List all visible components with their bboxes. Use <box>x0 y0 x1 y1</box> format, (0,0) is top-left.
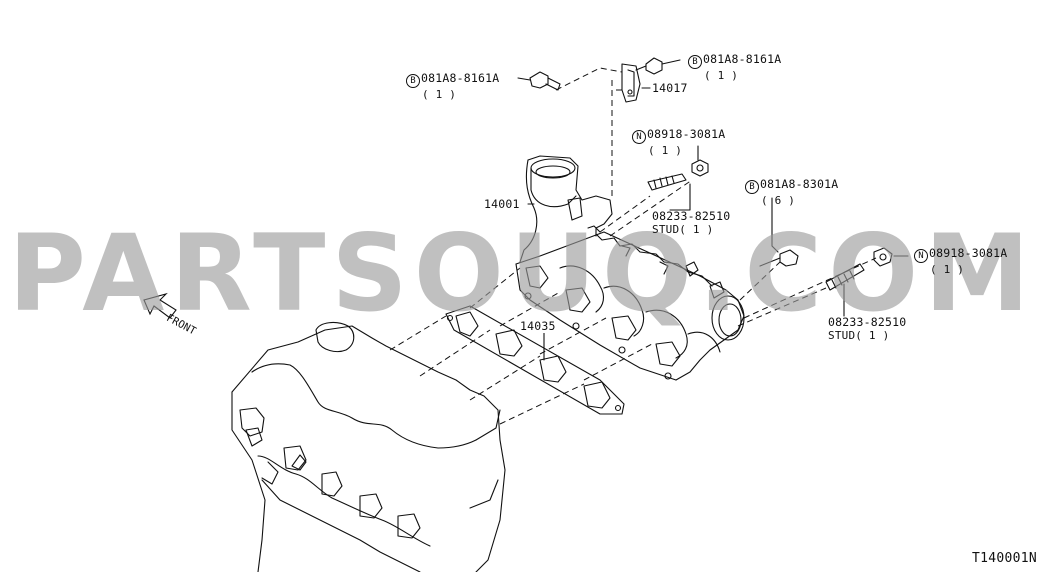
bolt-symbol: B <box>688 55 702 69</box>
callout-gasket: 14035 <box>518 320 558 333</box>
callout-stud-center: 08233-82510 STUD( 1 ) <box>652 209 731 237</box>
part-qty: STUD( 1 ) <box>652 223 714 236</box>
callout-manifold: 14001 <box>484 198 520 211</box>
watermark-text: PARTSOUQ.COM <box>8 226 1035 326</box>
watermark: PARTSOUQ.COM <box>8 226 1035 326</box>
part-code: 08233-82510 <box>652 209 731 223</box>
part-code: 14017 <box>652 81 688 95</box>
part-code: 14001 <box>484 197 520 211</box>
nut-symbol: N <box>632 130 646 144</box>
part-code: 08918-3081A <box>647 127 726 141</box>
diagram-id: T140001N <box>971 551 1037 566</box>
leader-lines <box>517 59 909 361</box>
part-code: 081A8-8161A <box>703 52 782 66</box>
part-code: 081A8-8161A <box>421 71 500 85</box>
part-qty: ( 1 ) <box>704 69 739 82</box>
callout-bracket: 14017 <box>652 82 688 95</box>
nut-symbol: N <box>914 249 928 263</box>
manifold-gasket <box>445 305 625 415</box>
part-qty: ( 1 ) <box>648 144 683 157</box>
callout-stud-right: 08233-82510 STUD( 1 ) <box>828 315 907 343</box>
fasteners <box>529 57 893 291</box>
cylinder-head <box>231 321 506 572</box>
bolt-symbol: B <box>745 180 759 194</box>
bolt-symbol: B <box>406 74 420 88</box>
part-qty: ( 1 ) <box>422 88 457 101</box>
intake-manifold <box>515 155 745 381</box>
part-code: 14035 <box>520 319 556 333</box>
dashed-assembly-lines <box>389 67 877 425</box>
part-code: 08918-3081A <box>929 246 1008 260</box>
part-code: 08233-82510 <box>828 315 907 329</box>
part-qty: ( 6 ) <box>761 194 796 207</box>
part-qty: ( 1 ) <box>930 263 965 276</box>
front-direction-arrow <box>143 292 177 319</box>
part-code: 081A8-8301A <box>760 177 839 191</box>
part-qty: STUD( 1 ) <box>828 329 890 342</box>
